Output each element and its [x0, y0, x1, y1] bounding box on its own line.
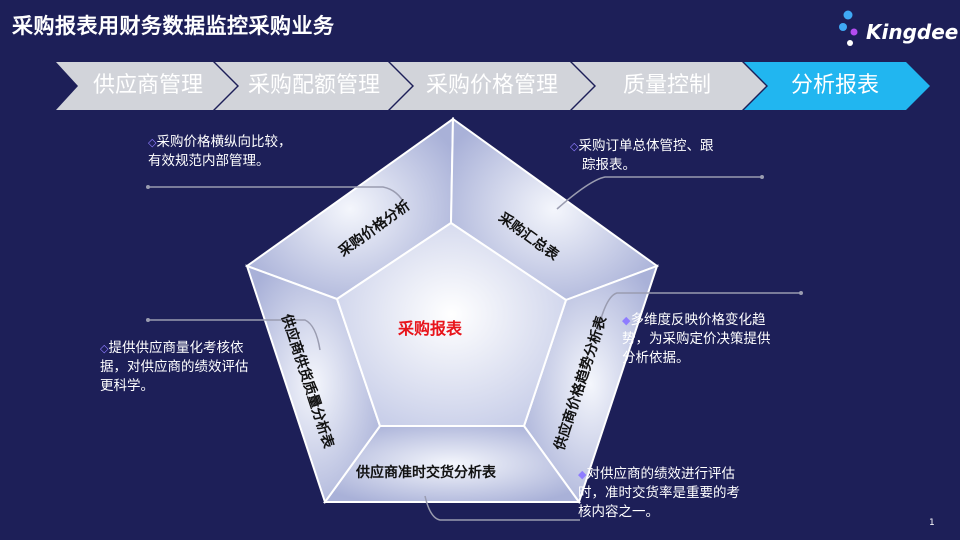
- step-2-chevron[interactable]: [215, 62, 412, 110]
- note-purchase-summary: ◇采购订单总体管控、跟 踪报表。: [570, 138, 714, 173]
- note-quality-analysis: ◇提供供应商量化考核依 据，对供应商的绩效评估 更科学。: [100, 340, 249, 394]
- note-price-trend: ◆多维度反映价格变化趋 势，为采购定价决策提供 分析依据。: [622, 312, 771, 366]
- slide-title: 采购报表用财务数据监控采购业务: [12, 14, 335, 38]
- diamond-outline-icon: ◇: [148, 136, 157, 149]
- kingdee-logo: Kingdee: [834, 8, 958, 50]
- center-label: 采购报表: [398, 319, 463, 338]
- step-4-label: 质量控制: [622, 73, 711, 98]
- step-1-label: 供应商管理: [92, 73, 203, 98]
- logo-dots-icon: [839, 10, 858, 46]
- process-nav: 供应商管理 采购配额管理 采购价格管理 质量控制 分析报表: [0, 0, 960, 120]
- step-2-label: 采购配额管理: [247, 73, 380, 98]
- page-number: 1: [929, 518, 935, 528]
- center-pentagon: [335, 221, 568, 427]
- diamond-filled-icon: ◆: [578, 468, 587, 481]
- diamond-outline-icon: ◇: [570, 140, 579, 153]
- diamond-outline-icon: ◇: [100, 342, 109, 355]
- step-1-chevron[interactable]: [56, 62, 237, 110]
- step-3-chevron[interactable]: [390, 62, 594, 110]
- note-price-analysis: ◇采购价格横纵向比较， 有效规范内部管理。: [148, 134, 292, 169]
- connector-right: [597, 292, 801, 331]
- diamond-filled-icon: ◆: [622, 314, 631, 327]
- logo-text: Kingdee: [866, 20, 959, 44]
- connector-bottom: [424, 495, 580, 521]
- note-on-time-delivery: ◆对供应商的绩效进行评估 时，准时交货率是重要的考 核内容之一。: [578, 466, 740, 520]
- connector-left: [148, 319, 321, 351]
- segment-label-on-time-delivery: 供应商准时交货分析表: [356, 465, 496, 481]
- step-5-label: 分析报表: [790, 73, 879, 98]
- step-4-chevron[interactable]: [572, 62, 766, 110]
- step-5-chevron[interactable]: [744, 62, 930, 110]
- connector-top-right: [556, 176, 762, 210]
- step-3-label: 采购价格管理: [425, 73, 558, 98]
- connector-top-left: [148, 186, 406, 206]
